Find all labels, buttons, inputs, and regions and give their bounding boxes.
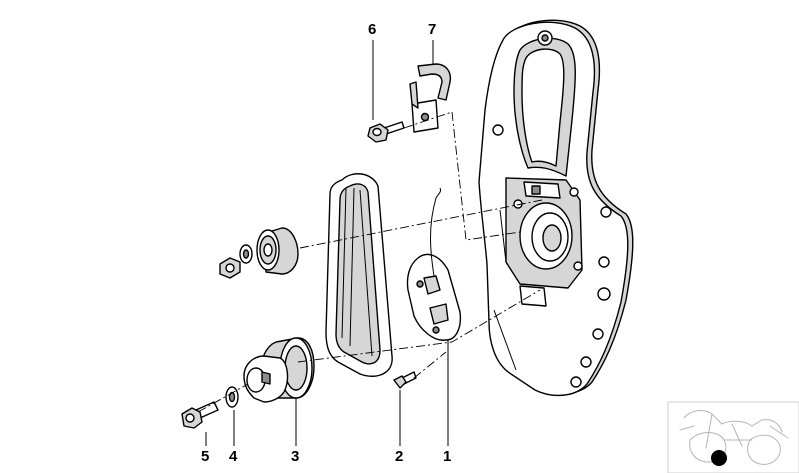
- location-thumbnail: [667, 401, 799, 473]
- bracket: [409, 63, 452, 133]
- part-label-7: 7: [428, 21, 436, 38]
- idler-pulley: [219, 227, 299, 279]
- washer: [225, 386, 239, 408]
- timing-cover: [478, 19, 634, 397]
- screw-2: [393, 371, 417, 389]
- drive-belt: [325, 173, 393, 377]
- sensor-plate: [406, 187, 462, 341]
- part-label-5: 5: [201, 448, 209, 465]
- part-label-1: 1: [443, 448, 451, 465]
- part-label-6: 6: [368, 21, 376, 38]
- part-label-2: 2: [395, 448, 403, 465]
- assembly-lines: [197, 111, 543, 413]
- bolt-5: [181, 401, 219, 429]
- part-label-4: 4: [229, 448, 238, 465]
- part-labels: 6 7 5 4 3 2 1: [201, 21, 451, 465]
- crank-pulley: [243, 337, 315, 403]
- location-marker-icon: [711, 450, 727, 466]
- part-label-3: 3: [291, 448, 299, 465]
- leader-lines: [205, 40, 449, 446]
- bolt-6: [367, 121, 405, 143]
